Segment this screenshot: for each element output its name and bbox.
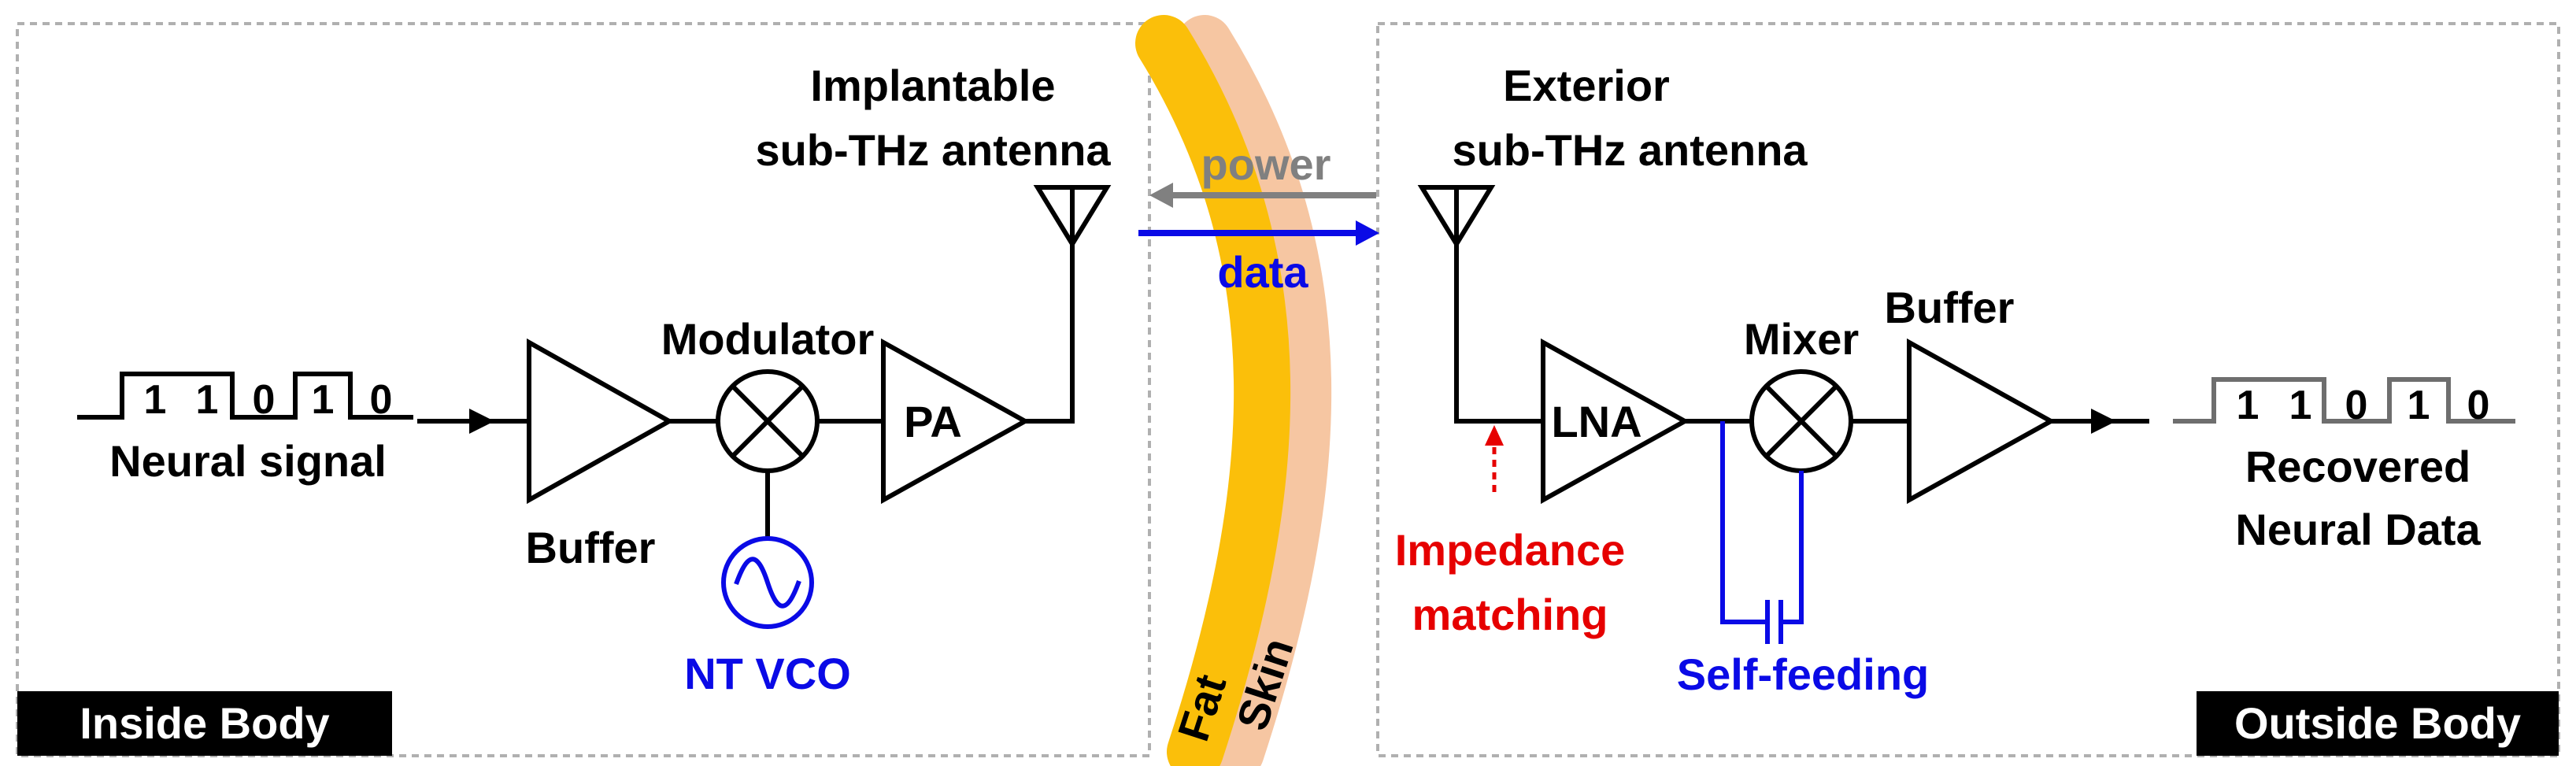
exterior-antenna-title-1: Exterior (1503, 61, 1670, 110)
exterior-buffer (1907, 338, 2056, 505)
power-label: power (1201, 139, 1331, 189)
implant-antenna-title-1: Implantable (810, 61, 1055, 110)
recovered-label-2: Neural Data (2235, 505, 2481, 554)
power-amplifier (881, 338, 1031, 505)
impedance-label-2: matching (1412, 590, 1608, 639)
output-bit-4: 1 (2408, 383, 2430, 428)
neural-signal-waveform (77, 372, 413, 420)
neural-signal-label: Neural signal (109, 436, 387, 486)
recovered-label-1: Recovered (2245, 442, 2471, 491)
lna-label: LNA (1551, 397, 1641, 446)
nt-vco-label: NT VCO (684, 649, 851, 698)
skin-layer (1176, 15, 1332, 766)
impedance-label-1: Impedance (1395, 525, 1626, 575)
self-feeding-label: Self-feeding (1677, 649, 1929, 699)
implant-buffer-label: Buffer (526, 523, 656, 572)
mixer-label: Mixer (1744, 314, 1859, 364)
implant-antenna-icon (1033, 185, 1112, 249)
data-label: data (1217, 247, 1308, 297)
mixer (1749, 369, 1853, 473)
output-bit-1: 1 (2237, 383, 2260, 428)
implant-antenna-title-2: sub-THz antenna (755, 125, 1111, 175)
recovered-data-waveform (2173, 377, 2515, 424)
input-arrowhead (469, 409, 494, 434)
exterior-antenna-icon (1417, 185, 1496, 249)
outside-body-tag (2197, 691, 2559, 756)
output-bit-2: 1 (2289, 383, 2312, 428)
input-bit-1: 1 (144, 377, 167, 423)
exterior-buffer-label: Buffer (1885, 283, 2015, 332)
inside-body-tag (17, 691, 392, 756)
output-bit-3: 0 (2345, 383, 2368, 428)
pa-label: PA (904, 397, 962, 446)
recovered-data-bits: 1 1 0 1 0 (2237, 383, 2490, 428)
input-bit-4: 1 (312, 377, 335, 423)
low-noise-amplifier (1541, 338, 1690, 505)
input-bit-2: 1 (196, 377, 219, 423)
modulator-label: Modulator (661, 314, 875, 364)
fat-layer (1135, 15, 1291, 766)
outside-body-label: Outside Body (2234, 698, 2521, 748)
output-arrowhead (2091, 409, 2116, 434)
implant-buffer (527, 338, 675, 505)
self-feeding-path (1720, 421, 1804, 644)
nt-vco-icon (721, 536, 814, 629)
inside-body-label: Inside Body (80, 698, 329, 748)
input-bit-5: 0 (370, 377, 393, 423)
input-bit-3: 0 (253, 377, 276, 423)
exterior-antenna-title-2: sub-THz antenna (1452, 125, 1808, 175)
output-bit-5: 0 (2467, 383, 2490, 428)
modulator-mixer (716, 369, 820, 473)
neural-signal-bits: 1 1 0 1 0 (144, 377, 393, 423)
